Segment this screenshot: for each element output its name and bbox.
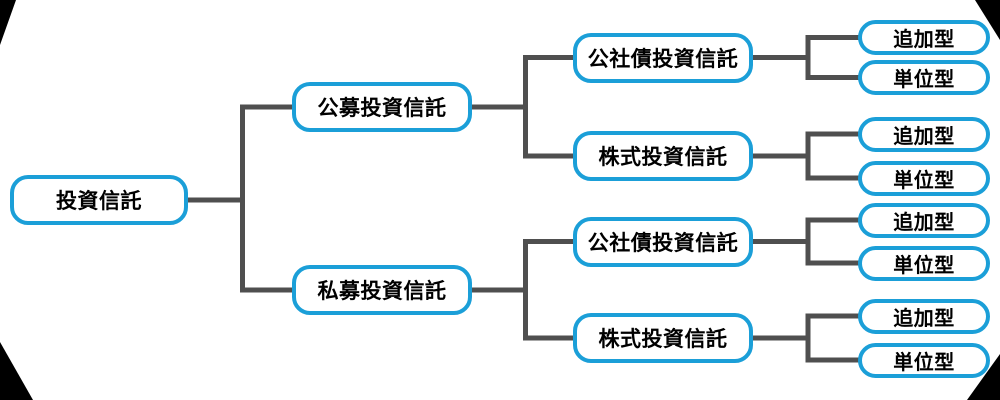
unit-type-leaf-3: 単位型 — [858, 245, 990, 281]
public-offering-trust-node: 公募投資信託 — [292, 82, 472, 132]
additional-type-leaf-3: 追加型 — [858, 202, 990, 238]
bond-trust-node-private: 公社債投資信託 — [573, 216, 753, 267]
additional-type-leaf-1: 追加型 — [858, 20, 990, 55]
additional-type-leaf-4: 追加型 — [858, 298, 990, 334]
investment-trust-root-node: 投資信託 — [10, 175, 188, 225]
equity-trust-node-private: 株式投資信託 — [573, 313, 753, 363]
unit-type-leaf-1: 単位型 — [858, 60, 990, 95]
equity-trust-node-public: 株式投資信託 — [573, 131, 753, 181]
additional-type-leaf-2: 追加型 — [858, 116, 990, 152]
unit-type-leaf-2: 単位型 — [858, 160, 990, 196]
unit-type-leaf-4: 単位型 — [858, 342, 990, 378]
private-placement-trust-node: 私募投資信託 — [292, 265, 472, 315]
bond-trust-node-public: 公社債投資信託 — [573, 32, 753, 83]
